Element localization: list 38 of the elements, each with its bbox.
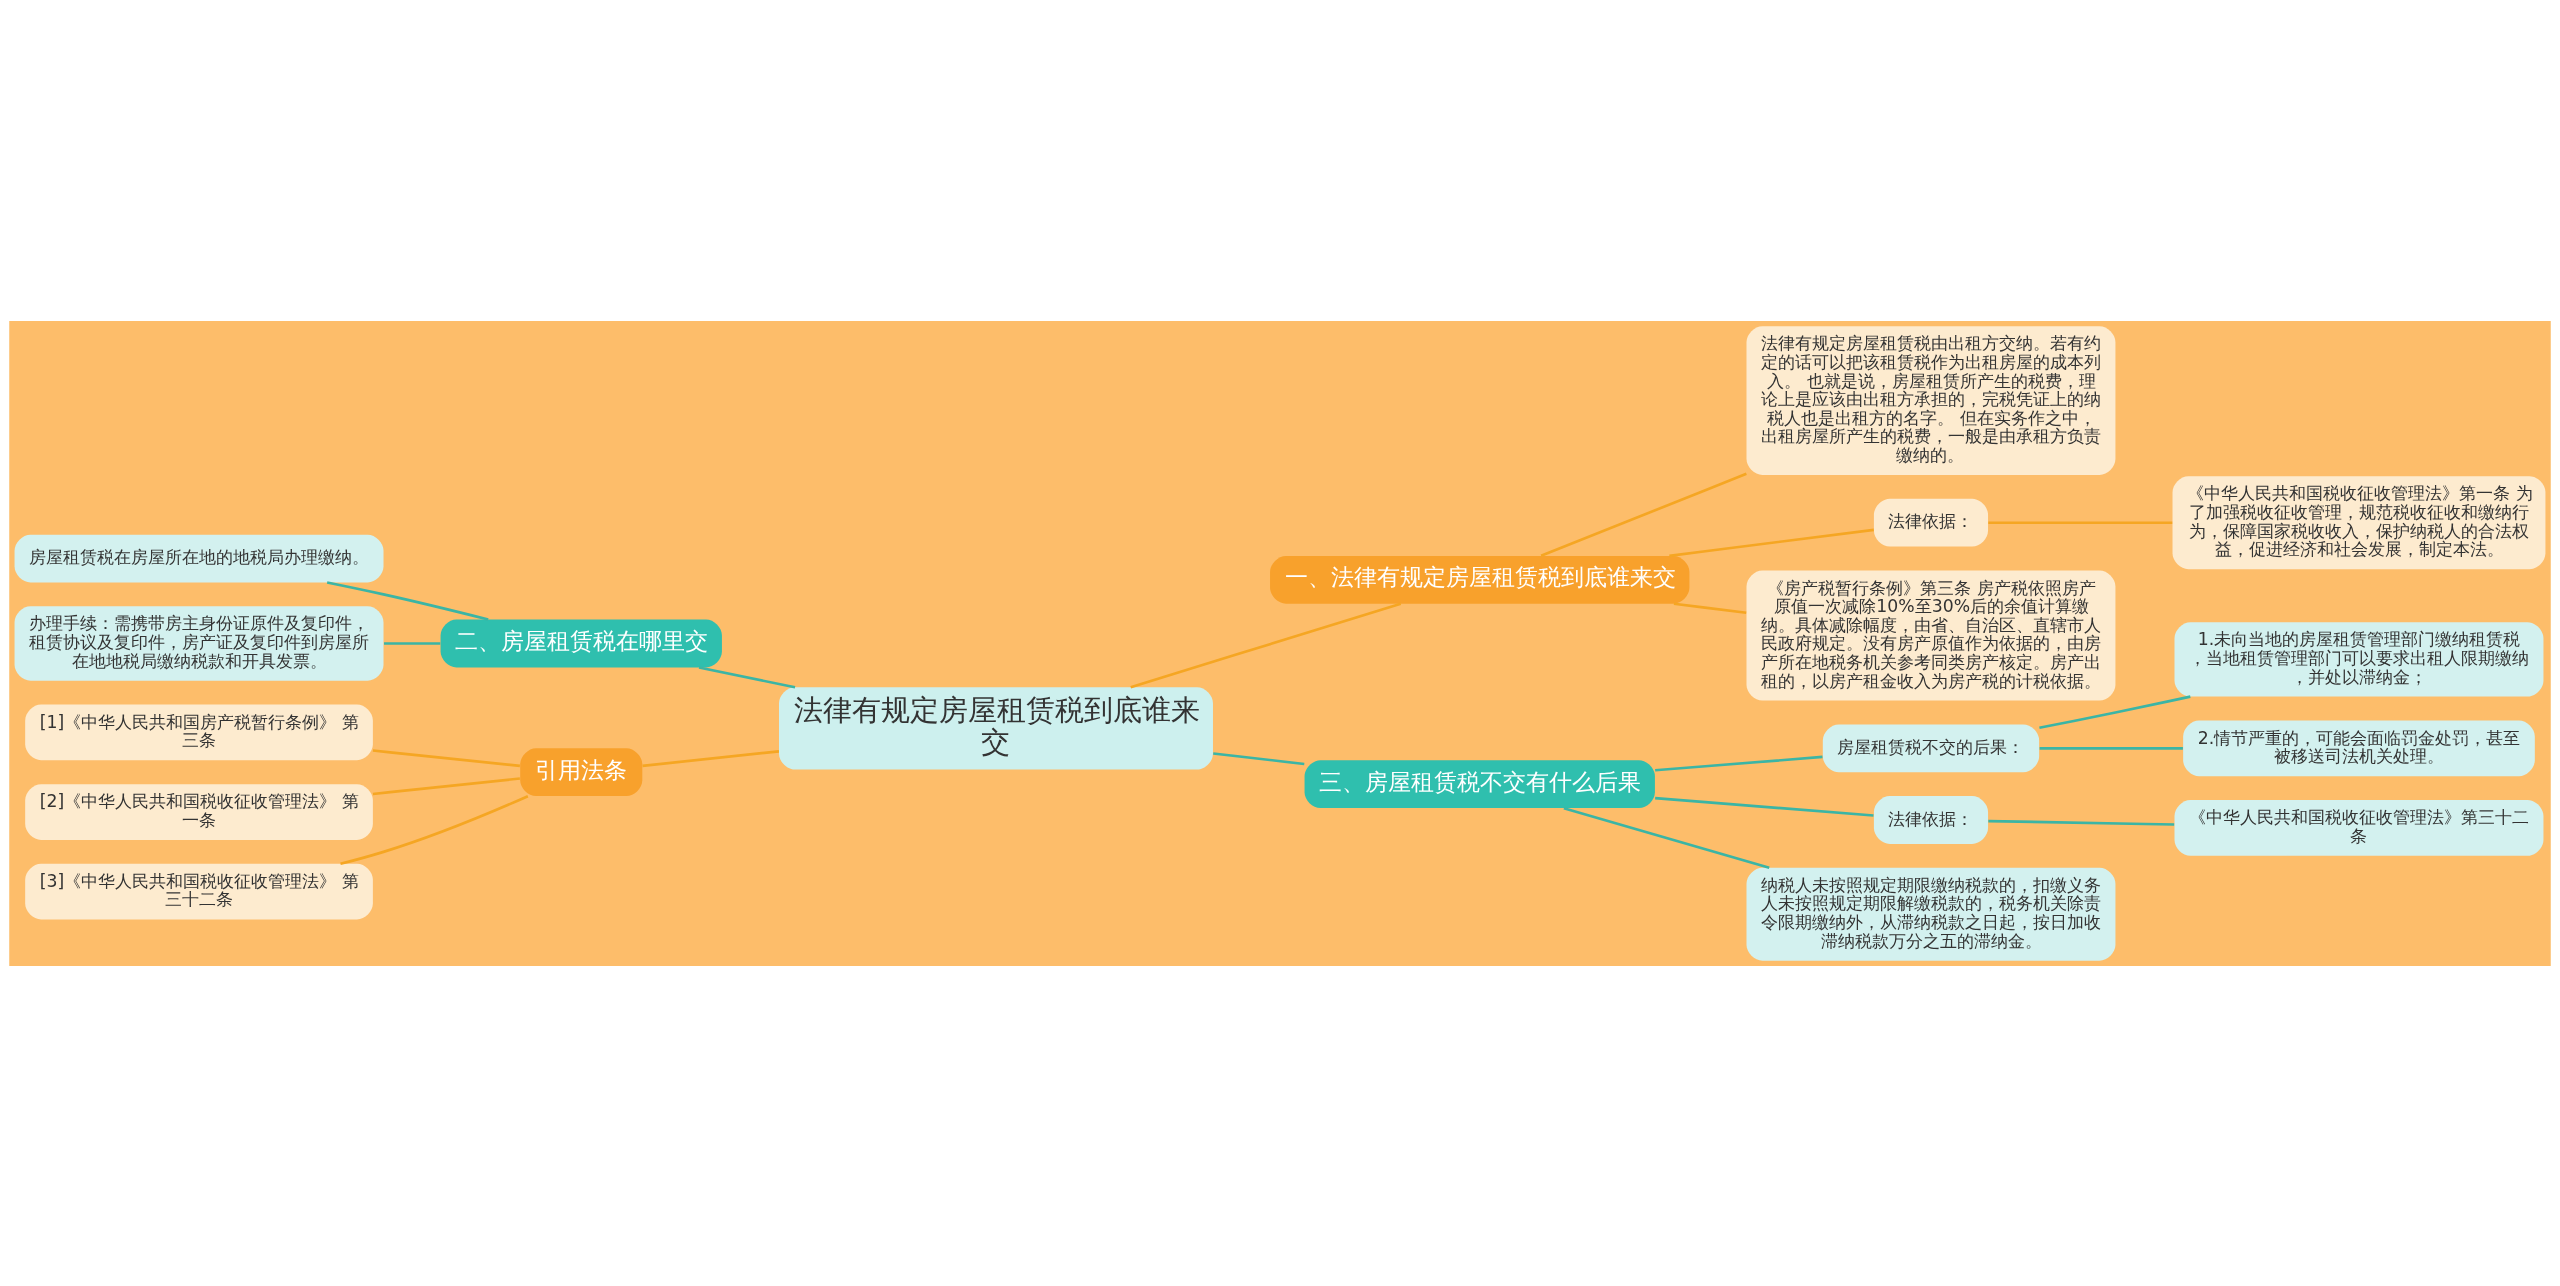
node-box: [3]《中华人民共和国税收征收管理法》 第三十二条: [25, 863, 373, 920]
node-box: 三、房屋租赁税不交有什么后果: [1304, 759, 1655, 808]
connector: [1988, 520, 2173, 524]
node-box: 二、房屋租赁税在哪里交: [440, 619, 722, 667]
node-box: 《房产税暂行条例》第三条 房产税依照房产原值一次减除10%至30%后的余值计算缴纳。具体减除幅度，由省、自治区、直辖市人民政府规定。没有房产原值作为依据的，由房产所在地税务机关参考同类房产核定。房产出租的，以房产租金收入为房产税的计税依据。: [1746, 570, 2116, 701]
connector: [1669, 528, 1874, 557]
node-box: 房屋租赁税不交的后果：: [1822, 723, 2040, 772]
connector: [642, 749, 780, 767]
connector: [1540, 472, 1747, 557]
connector: [2039, 694, 2191, 729]
connector: [384, 641, 441, 645]
node-box: [2]《中华人民共和国税收征收管理法》 第一条: [25, 783, 373, 840]
node-box: 一、法律有规定房屋租赁税到底谁来交: [1270, 555, 1690, 604]
connector: [698, 665, 796, 689]
node-box: 2.情节严重的，可能会面临罚金处罚，甚至被移送司法机关处理。: [2183, 720, 2535, 776]
node-box: 办理手续：需携带房主身份证原件及复印件，租赁协议及复印件，房产证及复印件到房屋所在地地税局缴纳税款和开具发票。: [14, 605, 384, 681]
connector: [1655, 796, 1874, 817]
connector: [1130, 602, 1402, 688]
connector: [1655, 755, 1823, 772]
connector: [1673, 601, 1747, 614]
connector: [2039, 746, 2183, 750]
connector: [1563, 806, 1770, 869]
node-box: 引用法条: [520, 747, 643, 796]
node-box: 纳税人未按照规定期限缴纳税款的，扣缴义务人未按照规定期限解缴税款的，税务机关除责令限期缴纳外，从滞纳税款之日起，按日加收滞纳税款万分之五的滞纳金。: [1746, 867, 2116, 961]
connector: [1213, 751, 1305, 765]
node-box: 《中华人民共和国税收征收管理法》第三十二条: [2174, 799, 2544, 856]
node-box: 法律有规定房屋租赁税由出租方交纳。若有约定的话可以把该租赁税作为出租房屋的成本列入。 也就是说，房屋租赁所产生的税费，理论上是应该由出租方承担的，完税凭证上的纳税人也是出租方的名字。 但在实务作之中，出租房屋所产生的税费，一般是由承租方负责缴纳的。: [1746, 325, 2116, 475]
connector: [1988, 819, 2175, 826]
node-box: [1]《中华人民共和国房产税暂行条例》 第三条: [25, 704, 373, 760]
node-box: 1.未向当地的房屋租赁管理部门缴纳租赁税，当地租赁管理部门可以要求出租人限期缴纳，并处以滞纳金；: [2174, 621, 2544, 697]
node-box: 《中华人民共和国税收征收管理法》第一条 为了加强税收征收管理，规范税收征收和缴纳行为，保障国家税收收入，保护纳税人的合法权益，促进经济和社会发展，制定本法。: [2172, 475, 2546, 569]
node-box: 法律依据：: [1873, 498, 1989, 547]
connector: [372, 776, 521, 795]
connector: [340, 794, 529, 865]
node-box: 法律有规定房屋租赁税到底谁来交: [779, 686, 1213, 770]
node-box: 法律依据：: [1873, 795, 1989, 844]
connector: [372, 748, 521, 767]
node-box: 房屋租赁税在房屋所在地的地税局办理缴纳。: [14, 534, 384, 582]
